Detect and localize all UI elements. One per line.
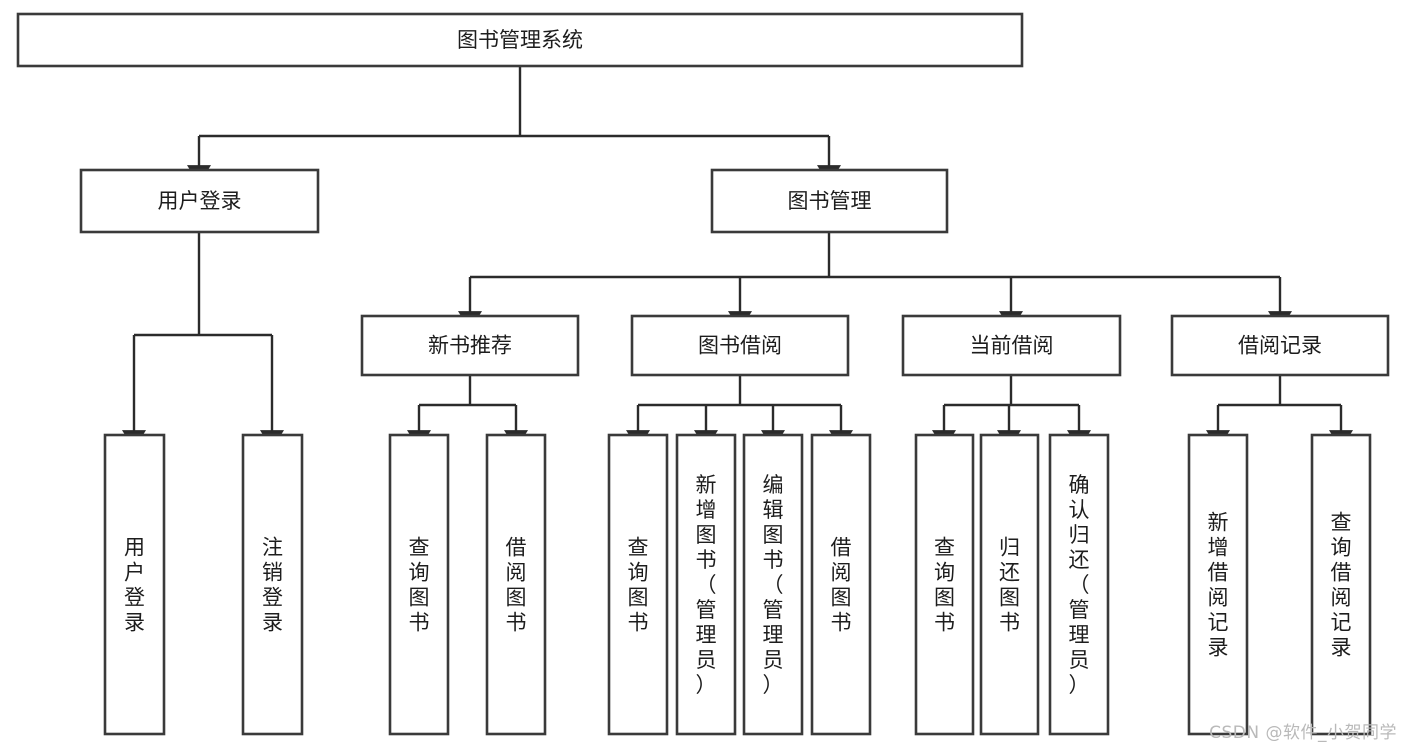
leaf-node-新增借阅记录[interactable]: 新增借阅记录 — [1187, 433, 1249, 736]
node-box — [607, 433, 669, 736]
leaf-node-注销登录[interactable]: 注销登录 — [241, 433, 304, 736]
node-box — [79, 168, 320, 234]
connector-record_to_leaves — [1206, 375, 1353, 450]
node-box — [388, 433, 450, 736]
node-box — [630, 314, 850, 377]
node-label: 借阅图书 — [831, 536, 852, 635]
node-label: 查询借阅记录 — [1331, 511, 1352, 660]
csdn-watermark: CSDN @软件_小贺同学 — [1209, 723, 1397, 743]
node-box — [810, 433, 872, 736]
leaf-node-确认归还管理员[interactable]: 确认归还（管理员） — [1048, 433, 1110, 736]
node-label: 新增图书（管理员） — [696, 473, 717, 697]
node-box — [241, 433, 304, 736]
connector-newbook_to_leaves — [407, 375, 528, 450]
node-box — [103, 433, 166, 736]
node-label: 新书推荐 — [428, 334, 512, 358]
leaf-node-编辑图书管理员[interactable]: 编辑图书（管理员） — [742, 433, 804, 736]
connector-root_to_level2 — [187, 66, 841, 185]
node-label: 用户登录 — [124, 536, 145, 635]
leaf-node-借阅图书[interactable]: 借阅图书 — [810, 433, 872, 736]
node-label: 编辑图书（管理员） — [763, 473, 784, 697]
node-box — [710, 168, 949, 234]
node-label: 借阅图书 — [506, 536, 527, 635]
node-box — [1310, 433, 1372, 736]
connector-level2_books_to_level3 — [458, 232, 1292, 331]
node-boxes-group: 图书管理系统用户登录图书管理新书推荐图书借阅当前借阅借阅记录用户登录注销登录查询… — [16, 12, 1390, 736]
node-box — [360, 314, 580, 377]
leaf-node-查询图书[interactable]: 查询图书 — [914, 433, 975, 736]
node-label: 当前借阅 — [970, 334, 1054, 358]
node-label: 借阅记录 — [1238, 334, 1322, 358]
node-box — [979, 433, 1040, 736]
node-box — [901, 314, 1122, 377]
node-label: 查询图书 — [409, 536, 430, 635]
node-label: 查询图书 — [934, 536, 955, 635]
node-box — [914, 433, 975, 736]
node-label: 归还图书 — [999, 536, 1020, 635]
connector-current_to_leaves — [932, 375, 1091, 450]
node-box — [485, 433, 547, 736]
connector-borrow_to_leaves — [626, 375, 853, 450]
leaf-node-借阅图书[interactable]: 借阅图书 — [485, 433, 547, 736]
leaf-node-用户登录[interactable]: 用户登录 — [103, 433, 166, 736]
node-label: 图书借阅 — [698, 334, 782, 358]
leaf-node-归还图书[interactable]: 归还图书 — [979, 433, 1040, 736]
node-box — [16, 12, 1024, 68]
node-label: 图书管理系统 — [457, 28, 583, 52]
node-label: 用户登录 — [158, 189, 242, 213]
node-box — [675, 433, 737, 736]
level3-node-新书推荐[interactable]: 新书推荐 — [360, 314, 580, 377]
leaf-node-新增图书管理员[interactable]: 新增图书（管理员） — [675, 433, 737, 736]
level3-node-借阅记录[interactable]: 借阅记录 — [1170, 314, 1390, 377]
leaf-node-查询图书[interactable]: 查询图书 — [388, 433, 450, 736]
node-label: 注销登录 — [262, 536, 283, 635]
connector-lines-group — [122, 66, 1353, 450]
connector-login_to_leaves — [122, 232, 284, 450]
level2-node-用户登录[interactable]: 用户登录 — [79, 168, 320, 234]
node-label: 图书管理 — [788, 189, 872, 213]
leaf-node-查询图书[interactable]: 查询图书 — [607, 433, 669, 736]
root-node-图书管理系统[interactable]: 图书管理系统 — [16, 12, 1024, 68]
leaf-node-查询借阅记录[interactable]: 查询借阅记录 — [1310, 433, 1372, 736]
node-box — [1187, 433, 1249, 736]
level2-node-图书管理[interactable]: 图书管理 — [710, 168, 949, 234]
node-box — [1170, 314, 1390, 377]
node-label: 确认归还（管理员） — [1069, 473, 1090, 697]
node-box — [742, 433, 804, 736]
level3-node-当前借阅[interactable]: 当前借阅 — [901, 314, 1122, 377]
node-label: 查询图书 — [628, 536, 649, 635]
node-box — [1048, 433, 1110, 736]
level3-node-图书借阅[interactable]: 图书借阅 — [630, 314, 850, 377]
node-label: 新增借阅记录 — [1208, 511, 1229, 660]
